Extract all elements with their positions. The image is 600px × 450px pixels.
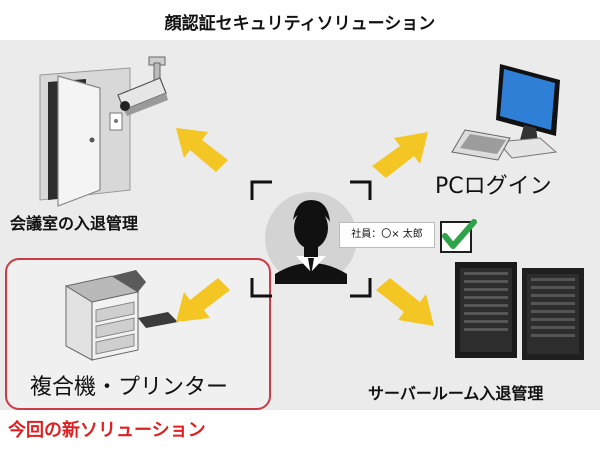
arrow-to-server-room: [376, 278, 434, 326]
face-scan-icon: [250, 180, 372, 298]
meeting-room-label: 会議室の入退管理: [10, 214, 139, 233]
employee-id-tag: 社員：〇× 太郎: [339, 222, 435, 248]
printer-icon: [64, 270, 178, 361]
arrow-to-pc-login: [372, 132, 428, 178]
server-rack-icon: [455, 262, 584, 360]
server-room-label: サーバールーム入退管理: [368, 384, 544, 403]
pc-login-label: PCログイン: [435, 174, 552, 199]
printer-label: 複合機・プリンター: [30, 375, 229, 400]
new-solution-label: 今回の新ソリューション: [8, 420, 206, 441]
arrow-to-printer: [176, 278, 230, 322]
diagram-title: 顔認証セキュリティソリューション: [164, 14, 436, 34]
security-camera-icon: [117, 56, 168, 116]
door-icon: [39, 67, 131, 207]
check-icon: [440, 219, 477, 253]
arrow-to-meeting-room: [176, 128, 228, 172]
pc-icon: [451, 64, 560, 161]
